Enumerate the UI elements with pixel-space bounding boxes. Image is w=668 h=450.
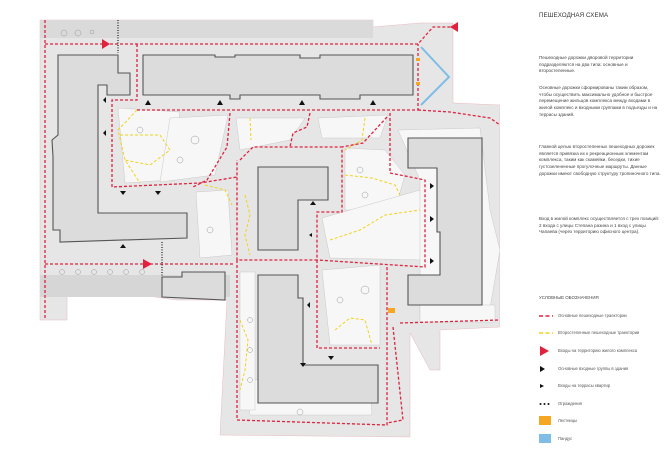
page-title: ПЕШЕХОДНАЯ СХЕМА: [539, 12, 609, 19]
legend-item-secondary-paths: Второстепенные пешеходные траектории: [539, 328, 663, 338]
entrance-arrow-icon: [143, 259, 152, 269]
red-triangle-icon: [540, 346, 549, 356]
entrance-arrow-icon: [450, 22, 458, 32]
black-dots-icon: [539, 403, 550, 405]
stairs: [388, 58, 420, 313]
red-dash-icon: [539, 315, 553, 317]
legend-item-ramp: Пандус: [539, 434, 663, 444]
legend-item-stairs: Лестницы: [539, 416, 663, 426]
legend-label: Основные входные группы в здания: [558, 366, 629, 371]
legend-label: Входы на территорию жилого комплекса: [558, 348, 638, 353]
legend-header: УСЛОВНЫЕ ОБОЗНАЧЕНИЯ: [539, 295, 599, 300]
buildings: [51, 54, 483, 404]
building-right: [407, 137, 483, 306]
black-triangle-icon: [540, 366, 545, 372]
legend-label: Второстепенные пешеходные траектории: [558, 330, 640, 335]
site-plan-map: [39, 19, 500, 438]
fences: [117, 20, 163, 277]
small-black-triangle-icon: [540, 384, 544, 388]
legend-item-building-entrances: Основные входные группы в здания: [539, 364, 663, 374]
legend-item-main-paths: Основные пешеходные траектории: [539, 311, 663, 321]
legend-label: Лестницы: [558, 418, 578, 423]
paragraph-path-types: Пешеходные дорожки дворовой территории п…: [539, 55, 634, 74]
complex-entrances: [102, 22, 458, 269]
building-top: [142, 54, 414, 100]
legend-item-fences: Ограждения: [539, 399, 663, 409]
building-middle: [257, 166, 329, 251]
legend-item-complex-entrances: Входы на территорию жилого комплекса: [539, 346, 663, 356]
building-left: [51, 54, 188, 243]
legend-label: Ограждения: [558, 401, 582, 406]
paragraph-secondary-paths: Главной целью второстепенных пешеходных …: [539, 144, 661, 176]
paragraph-entrances: Вход в жилой комплекс осуществляется с т…: [539, 216, 660, 235]
legend-label: Основные пешеходные траектории: [558, 313, 627, 318]
building-small: [161, 271, 226, 301]
secondary-paths: [117, 109, 421, 391]
legend-item-terrace-entrances: Входы на террасы квартир: [539, 381, 663, 391]
entrance-arrow-icon: [102, 39, 110, 49]
yellow-dash-icon: [539, 332, 553, 334]
trees: [59, 29, 370, 416]
legend-label: Пандус: [558, 436, 573, 441]
building-entrances: [103, 97, 434, 367]
blue-square-icon: [539, 434, 551, 443]
ramp: [420, 46, 451, 106]
paragraph-main-paths: Основные дорожки сформированы таким обра…: [539, 85, 658, 117]
main-paths: [44, 20, 500, 426]
orange-square-icon: [539, 416, 551, 425]
legend-label: Входы на террасы квартир: [558, 383, 611, 388]
